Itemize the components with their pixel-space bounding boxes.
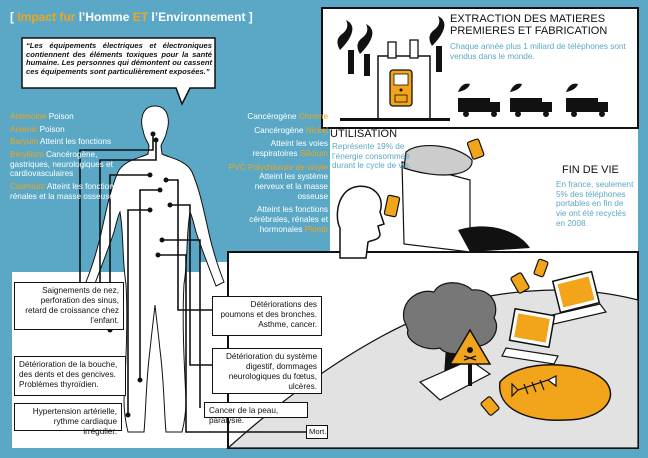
main-title: [ Impact fur l’Homme ET l’Environnement …: [10, 10, 253, 24]
phone-icon: [389, 69, 413, 107]
effect-box-lungs: Détériorations des poumons et des bronch…: [212, 296, 322, 336]
organ-connector-lines: [79, 134, 306, 433]
fish-skeleton-icon: [511, 375, 557, 398]
trash-bin-icon: [401, 145, 530, 253]
fin-de-vie-text: En france, seulement 5% des téléphones p…: [556, 180, 634, 228]
toxin-item: Arsenic Poison: [10, 124, 65, 134]
phone-icon: [466, 138, 485, 160]
title-bracket-close: ]: [248, 10, 253, 24]
phone-icon: [480, 396, 500, 416]
phone-icon: [510, 258, 549, 294]
utilisation-text: Représente 19% de l’énergie consommée du…: [332, 142, 412, 171]
blue-left-strip: [0, 260, 12, 458]
title-part-et: ET: [132, 10, 149, 24]
speech-bubble: [21, 37, 216, 106]
polluted-pond: [499, 364, 612, 421]
toxin-item: Béryllium Cancérogène, gastriques, neuro…: [10, 150, 113, 179]
title-part-impact: Impact fur: [17, 10, 76, 24]
effect-box-mouth: Détérioration de la bouche, des dents et…: [14, 356, 126, 396]
effect-box-nose: Saignements de nez, perforation des sinu…: [14, 282, 124, 330]
fin-de-vie-title: FIN DE VIE: [562, 164, 619, 176]
title-part-environnement: l’Environnement: [151, 10, 246, 24]
effect-box-heart: Hypertension artérielle, rythme cardiaqu…: [14, 403, 122, 436]
toxin-item: Atteint les voies respiratoires Silicium: [252, 139, 328, 159]
phone-icon: [383, 194, 401, 218]
toxin-list-left: Antimoine Poison Arsenic Poison Baryum A…: [10, 112, 132, 201]
quote-text: “Les équipements électriques et électron…: [26, 41, 212, 76]
title-bracket-open: [: [10, 10, 14, 24]
blue-top-strip: [320, 0, 648, 8]
toxin-list-right: Cancérogène Chrome Cancérogène Nickel At…: [228, 112, 328, 234]
extraction-title: EXTRACTION DES MATIERES PREMIERES ET FAB…: [450, 13, 608, 37]
effect-box-death: Mort.: [306, 425, 328, 439]
truck-icon: [458, 83, 608, 117]
effect-box-digestive: Détérioration du système digestif, domma…: [212, 348, 322, 394]
toxin-item: Cancérogène Chrome: [247, 112, 328, 121]
person-head-icon: [336, 185, 385, 259]
laptop-icon: [546, 270, 608, 325]
toxin-item: PVC Polychlorure de vinyle Atteint les s…: [228, 162, 328, 201]
extraction-text: Chaque année plus 1 miliard de téléphone…: [450, 42, 626, 61]
toxin-item: Baryum Atteint les fonctions: [10, 137, 112, 147]
utilisation-title: UTILISATION: [330, 128, 398, 140]
toxin-item: Cadmium Atteint les fonctions rénales et…: [10, 182, 118, 201]
toxin-item: Atteint les fonctions cérébrales, rénale…: [249, 205, 328, 234]
title-part-homme: l’Homme: [78, 10, 130, 24]
toxin-item: Antimoine Poison: [10, 112, 74, 121]
blue-bottom-strip: [0, 448, 648, 458]
hazard-sign-icon: [448, 328, 492, 386]
effect-box-skin: Cancer de la peau, paralysie.: [204, 402, 308, 425]
blue-right-strip: [638, 0, 648, 458]
toxin-item: Cancérogène Nickel: [254, 125, 328, 135]
laptop-icon: [501, 307, 559, 365]
